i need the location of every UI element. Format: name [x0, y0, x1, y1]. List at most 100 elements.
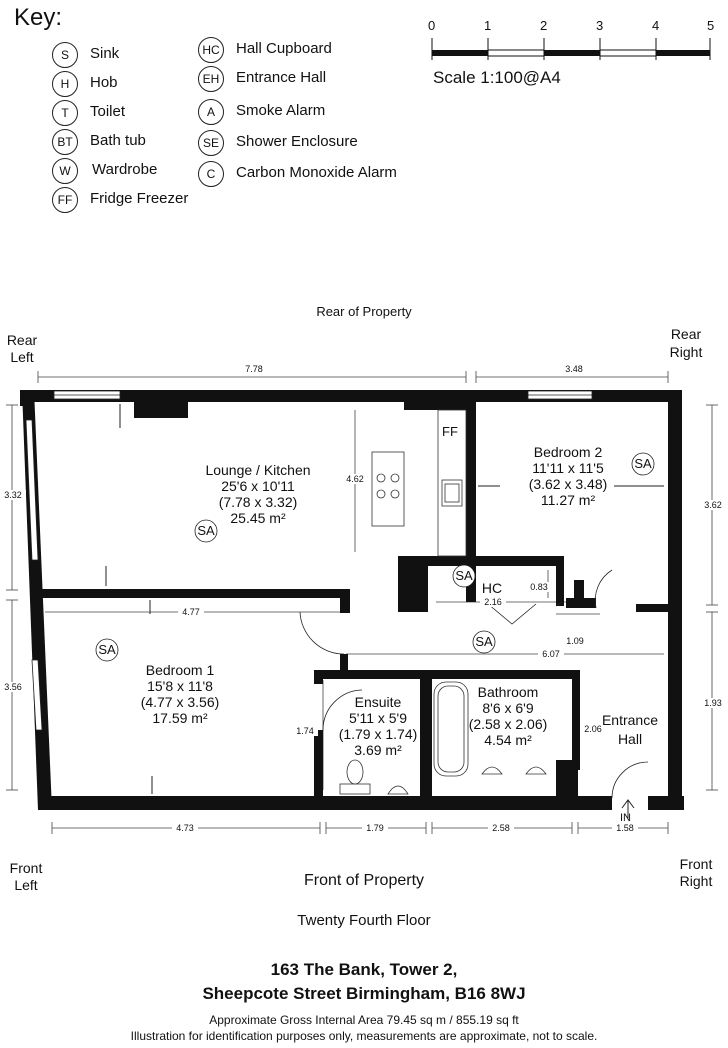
room-bedroom-1: Bedroom 1 15'8 x 11'8 (4.77 x 3.56) 17.5… — [120, 662, 240, 726]
key-code: HC — [198, 37, 224, 63]
smoke-alarm-label: SA — [98, 642, 116, 657]
room-imperial: 8'6 x 6'9 — [482, 700, 534, 716]
room-lounge-kitchen: Lounge / Kitchen 25'6 x 10'11 (7.78 x 3.… — [170, 462, 346, 526]
dimension-label: 2.16 — [480, 597, 506, 607]
key-label: Smoke Alarm — [236, 102, 326, 119]
dimension-label: 2.58 — [488, 823, 514, 833]
scale-bar-graphic — [431, 38, 711, 60]
kitchen-units — [371, 409, 467, 557]
key-label: Hall Cupboard — [236, 40, 332, 57]
gross-internal-area: Approximate Gross Internal Area 79.45 sq… — [209, 1013, 519, 1027]
key-code: EH — [198, 66, 224, 92]
room-bedroom-2: Bedroom 2 11'11 x 11'5 (3.62 x 3.48) 11.… — [504, 444, 632, 508]
dimension-label: 2.06 — [580, 724, 606, 734]
key-code: H — [52, 71, 78, 97]
fridge-freezer-label: FF — [442, 424, 458, 439]
dimension-label: 4.77 — [178, 607, 204, 617]
dimension-label: 1.58 — [612, 823, 638, 833]
room-bathroom: Bathroom 8'6 x 6'9 (2.58 x 2.06) 4.54 m² — [456, 684, 560, 748]
room-ensuite: Ensuite 5'11 x 5'9 (1.79 x 1.74) 3.69 m² — [330, 694, 426, 758]
room-area: 3.69 m² — [354, 742, 402, 758]
key-code: BT — [52, 129, 78, 155]
key-label: Shower Enclosure — [236, 133, 358, 150]
room-metric: (7.78 x 3.32) — [218, 494, 298, 510]
key-code: FF — [52, 187, 78, 213]
floor-label: Twenty Fourth Floor — [297, 912, 431, 929]
room-metric: (1.79 x 1.74) — [338, 726, 418, 742]
doors — [299, 569, 649, 799]
room-name: Bedroom 1 — [145, 662, 215, 678]
room-metric: (3.62 x 3.48) — [528, 476, 608, 492]
room-name: Bathroom — [477, 684, 539, 700]
scale-tick-label: 1 — [484, 18, 492, 33]
bathroom-fittings — [339, 681, 547, 795]
windows — [25, 390, 593, 731]
dimension-label: 1.93 — [700, 698, 726, 708]
room-area: 11.27 m² — [540, 492, 596, 508]
dimension-label: 3.48 — [556, 364, 592, 374]
key-title: Key: — [14, 4, 63, 31]
disclaimer: Illustration for identification purposes… — [130, 1029, 598, 1043]
dimension-lines — [6, 371, 718, 834]
walls — [20, 390, 684, 810]
dimension-label: 4.62 — [342, 474, 368, 484]
room-imperial: 25'6 x 10'11 — [221, 478, 295, 494]
room-name: Ensuite — [354, 694, 402, 710]
room-name: Lounge / Kitchen — [205, 462, 311, 478]
dimension-label: 4.73 — [172, 823, 198, 833]
key-label: Hob — [90, 74, 118, 91]
key-label: Bath tub — [90, 132, 146, 149]
room-area: 4.54 m² — [484, 732, 532, 748]
key-code: A — [198, 99, 224, 125]
address-line-2: Sheepcote Street Birmingham, B16 8WJ — [202, 984, 526, 1003]
scale-tick-label: 5 — [707, 18, 715, 33]
room-name: Bedroom 2 — [533, 444, 603, 460]
scale-tick-label: 2 — [540, 18, 548, 33]
room-metric: (2.58 x 2.06) — [468, 716, 548, 732]
scale-tick-label: 4 — [652, 18, 660, 33]
key-code: S — [52, 42, 78, 68]
dimension-label: 6.07 — [538, 649, 564, 659]
key-code: SE — [198, 130, 224, 156]
key-code: T — [52, 100, 78, 126]
key-code: W — [52, 158, 78, 184]
dimension-label: 0.83 — [526, 582, 552, 592]
front-of-property-label: Front of Property — [303, 872, 425, 889]
room-metric: (4.77 x 3.56) — [140, 694, 220, 710]
dimension-label: 7.78 — [236, 364, 272, 374]
dimension-label: 3.56 — [0, 682, 26, 692]
key-label: Carbon Monoxide Alarm — [236, 164, 397, 181]
scale-tick-label: 3 — [596, 18, 604, 33]
room-imperial: 15'8 x 11'8 — [147, 678, 213, 694]
rear-right-label: Rear Right — [669, 326, 703, 360]
front-right-label: Front Right — [679, 856, 713, 889]
dimension-label: 3.32 — [0, 490, 26, 500]
key-code: C — [198, 161, 224, 187]
key-label: Toilet — [90, 103, 126, 120]
scale-bar: 0 1 2 3 4 5 — [426, 2, 716, 92]
smoke-alarm-label: SA — [475, 634, 493, 649]
smoke-alarm-label: SA — [634, 456, 652, 471]
dimension-label: 1.74 — [292, 726, 318, 736]
rear-left-label: Rear Left — [6, 332, 38, 365]
dimension-label: 1.09 — [562, 636, 588, 646]
smoke-alarm-markers — [95, 452, 655, 662]
key-label: Sink — [90, 45, 120, 62]
entrance-in-label: IN — [620, 812, 631, 824]
rear-of-property-label: Rear of Property — [316, 304, 412, 319]
scale-tick-label: 0 — [428, 18, 436, 33]
smoke-alarm-label: SA — [455, 568, 473, 583]
key-label: Fridge Freezer — [90, 190, 189, 207]
address-line-1: 163 The Bank, Tower 2, — [270, 960, 458, 979]
key-label: Wardrobe — [92, 161, 158, 178]
front-left-label: Front Left — [9, 860, 43, 893]
room-imperial: 11'11 x 11'5 — [532, 460, 604, 476]
room-area: 17.59 m² — [152, 710, 208, 726]
room-hall-cupboard: HC — [481, 580, 503, 596]
key-label: Entrance Hall — [236, 69, 327, 86]
room-entrance-hall: Entrance Hall — [601, 712, 659, 747]
room-area: 25.45 m² — [230, 510, 286, 526]
smoke-alarm-label: SA — [197, 523, 215, 538]
dimension-label: 3.62 — [700, 500, 726, 510]
